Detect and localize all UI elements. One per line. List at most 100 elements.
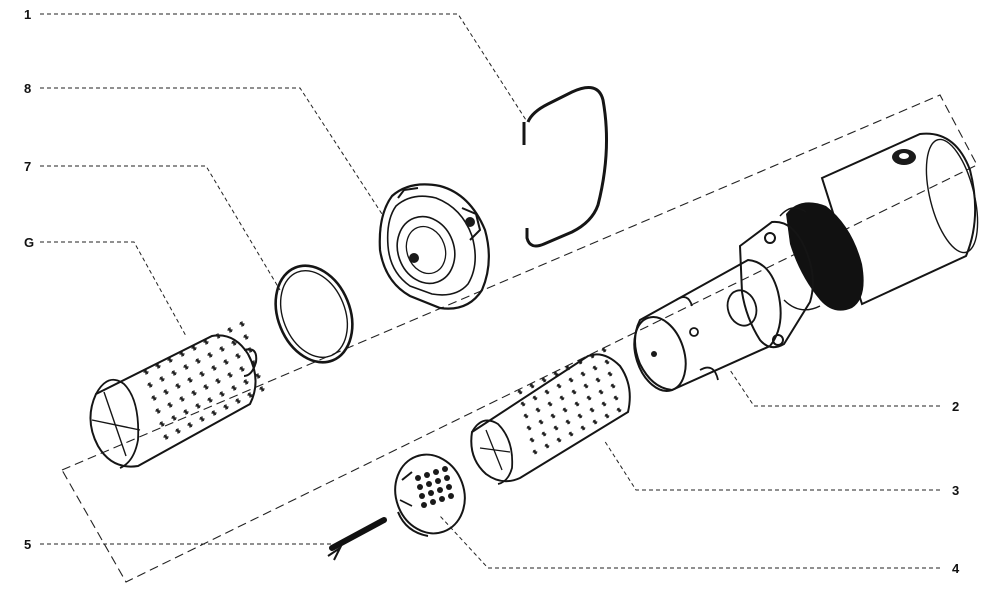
perforation-mark (556, 383, 562, 389)
perforation-mark (601, 347, 607, 353)
perforation-mark (159, 376, 165, 382)
perforation-mark (568, 431, 574, 437)
perforation-mark (211, 410, 217, 416)
disc-hole (426, 481, 432, 487)
perforation-mark (550, 413, 556, 419)
perforation-mark (183, 409, 189, 415)
part-8-end-cover (378, 183, 490, 310)
perforation-mark (610, 383, 616, 389)
perforation-mark (532, 449, 538, 455)
disc-hole (446, 484, 452, 490)
perforation-mark (544, 389, 550, 395)
disc-hole (430, 499, 436, 505)
perforation-mark (529, 383, 535, 389)
disc-hole (448, 493, 454, 499)
perforation-mark (598, 389, 604, 395)
perforation-mark (227, 327, 233, 333)
perforation-mark (604, 413, 610, 419)
perforation-mark (589, 407, 595, 413)
perforation-mark (541, 431, 547, 437)
callout-1: 1 (24, 7, 31, 22)
perforation-mark (207, 397, 213, 403)
perforation-mark (255, 373, 261, 379)
perforation-mark (532, 395, 538, 401)
perforation-mark (520, 401, 526, 407)
assembly-dashed-outline (61, 94, 978, 583)
perforation-mark (219, 391, 225, 397)
perforation-mark (155, 408, 161, 414)
perforation-mark (215, 333, 221, 339)
perforation-mark (556, 437, 562, 443)
perforation-mark (163, 389, 169, 395)
disc-hole (433, 469, 439, 475)
part-g-large-filter-cartridge (89, 321, 265, 469)
perforation-mark (147, 382, 153, 388)
perforation-mark (239, 366, 245, 372)
callout-4: 4 (952, 561, 960, 576)
perforation-mark (595, 377, 601, 383)
perforation-mark (607, 371, 613, 377)
perforation-mark (247, 347, 253, 353)
perforation-mark (155, 363, 161, 369)
callout-7: 7 (24, 159, 31, 174)
perforation-mark (187, 422, 193, 428)
perforation-mark (568, 377, 574, 383)
disc-hole (439, 496, 445, 502)
part-7-gasket-ring (274, 264, 354, 364)
callout-8: 8 (24, 81, 31, 96)
perforation-mark (586, 395, 592, 401)
perforation-mark (187, 377, 193, 383)
perforation-mark (195, 403, 201, 409)
perforation-mark (616, 407, 622, 413)
perforation-mark (604, 359, 610, 365)
part-4-perforated-disc (394, 453, 466, 537)
perforation-mark (235, 353, 241, 359)
perforation-mark (243, 379, 249, 385)
perforation-mark (151, 395, 157, 401)
part-g-perforations (143, 321, 265, 440)
perforation-mark (247, 392, 253, 398)
disc-hole (435, 478, 441, 484)
perforation-mark (183, 364, 189, 370)
perforation-mark (191, 345, 197, 351)
perforation-mark (592, 365, 598, 371)
perforation-mark (571, 389, 577, 395)
callout-3: 3 (952, 483, 959, 498)
disc-hole (444, 475, 450, 481)
perforation-mark (580, 371, 586, 377)
perforation-mark (577, 413, 583, 419)
perforation-mark (219, 346, 225, 352)
perforation-mark (553, 425, 559, 431)
perforation-mark (223, 404, 229, 410)
perforation-mark (523, 413, 529, 419)
perforation-mark (179, 396, 185, 402)
part-2-main-housing (633, 132, 979, 392)
part-3-perforations (517, 347, 622, 455)
perforation-mark (175, 428, 181, 434)
perforation-mark (159, 421, 165, 427)
part-3-small-filter-cartridge (470, 347, 631, 485)
perforation-mark (565, 419, 571, 425)
perforation-mark (517, 389, 523, 395)
part-5-split-pin (327, 517, 387, 561)
perforation-mark (211, 365, 217, 371)
perforation-mark (199, 371, 205, 377)
callout-5: 5 (24, 537, 31, 552)
perforation-mark (227, 372, 233, 378)
disc-hole (437, 487, 443, 493)
perforation-mark (565, 365, 571, 371)
part-1-large-seal-ring (522, 86, 609, 248)
perforation-mark (235, 398, 241, 404)
perforation-mark (589, 353, 595, 359)
perforation-mark (203, 384, 209, 390)
perforation-mark (171, 370, 177, 376)
perforation-mark (179, 351, 185, 357)
callout-2: 2 (952, 399, 959, 414)
perforation-mark (529, 437, 535, 443)
disc-hole (428, 490, 434, 496)
perforation-mark (562, 407, 568, 413)
callout-g: G (24, 235, 34, 250)
perforation-mark (541, 377, 547, 383)
perforation-mark (231, 340, 237, 346)
